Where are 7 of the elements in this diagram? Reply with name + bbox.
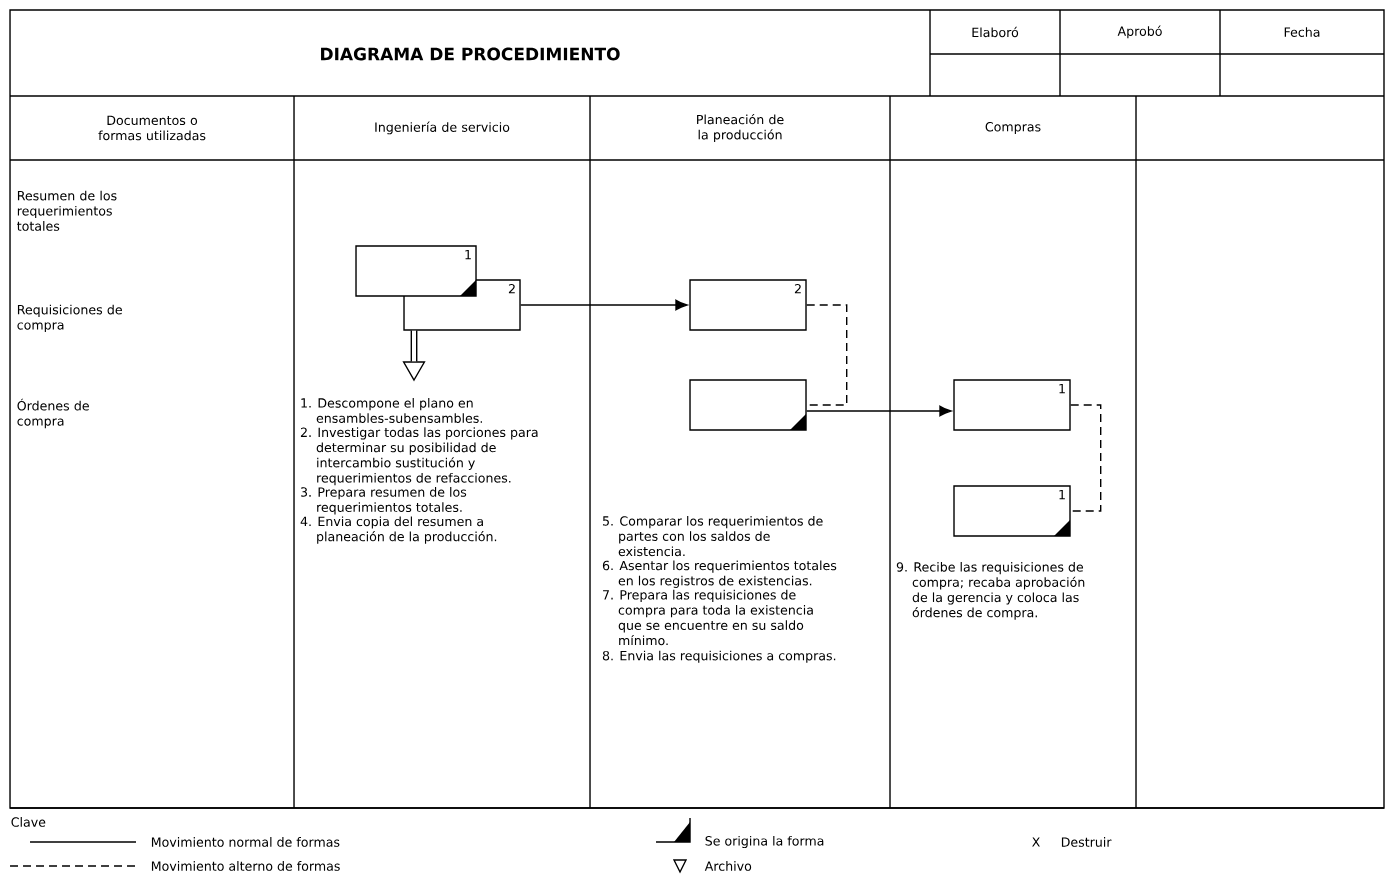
connector xyxy=(1070,404,1102,512)
connector xyxy=(806,405,952,417)
connector xyxy=(410,330,418,362)
connector xyxy=(806,304,848,406)
form-box xyxy=(689,379,807,431)
connector xyxy=(520,299,688,311)
title: DIAGRAMA DE PROCEDIMIENTO xyxy=(321,47,620,61)
